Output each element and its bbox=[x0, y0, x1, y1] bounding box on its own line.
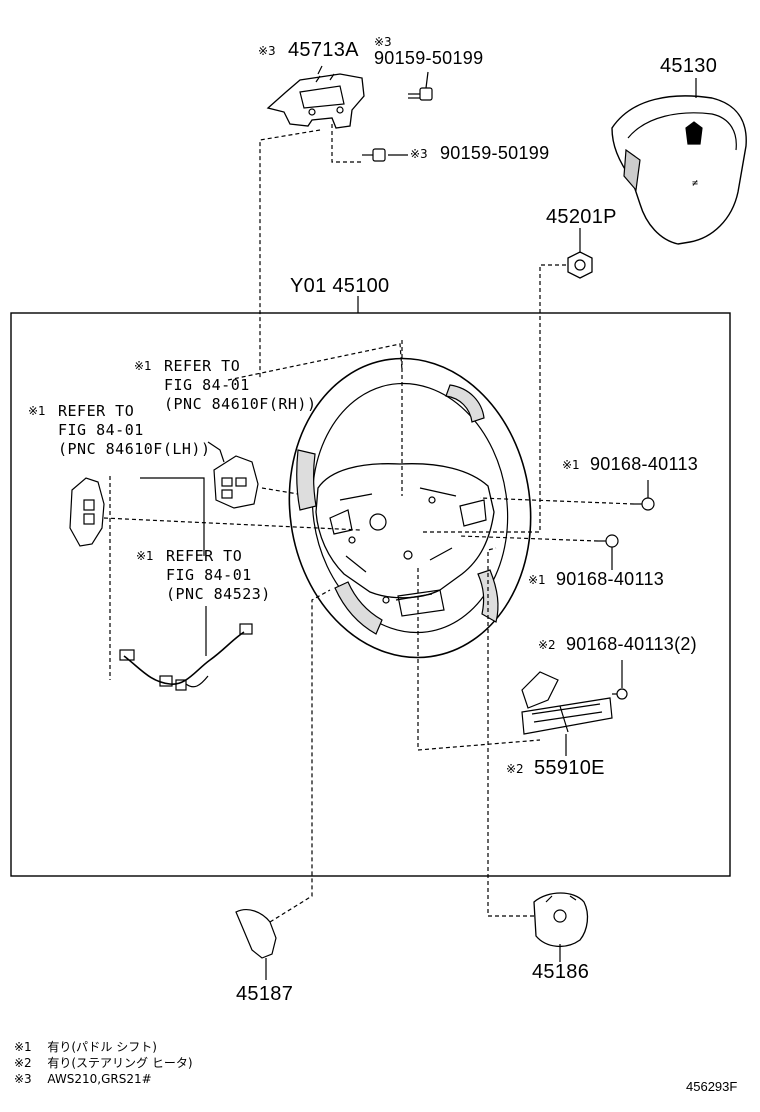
dash-55910E bbox=[417, 568, 541, 751]
assembly-frame bbox=[10, 312, 731, 877]
footnote-1-mark: ※1 bbox=[14, 1040, 32, 1054]
leader-90159-top bbox=[425, 71, 429, 89]
refer-lh-line3: (PNC 84610F(LH)) bbox=[58, 440, 211, 458]
wire-harness-84523-illustration bbox=[119, 623, 253, 691]
footnote-3: ※3 AWS210,GRS21# bbox=[14, 1068, 193, 1086]
refer-block-lh[interactable]: REFER TO FIG 84-01 (PNC 84610F(LH)) bbox=[58, 402, 211, 459]
part-number-45201P[interactable]: 45201P bbox=[546, 206, 617, 228]
steering-wheel-illustration bbox=[288, 357, 532, 659]
part-number-55910E[interactable]: 55910E bbox=[534, 757, 605, 779]
dash-45713A-bolt bbox=[331, 124, 362, 163]
refer-block-rh[interactable]: REFER TO FIG 84-01 (PNC 84610F(RH)) bbox=[164, 357, 317, 414]
svg-text:≠: ≠ bbox=[692, 178, 698, 189]
bolt-90159-mid-illustration bbox=[362, 148, 386, 162]
footnote-3-mark: ※3 bbox=[14, 1072, 32, 1086]
footnote-3-text: AWS210,GRS21# bbox=[47, 1072, 152, 1086]
mark-1-rh: ※1 bbox=[134, 359, 152, 373]
refer-wire-line1: REFER TO bbox=[166, 547, 243, 565]
footnote-2: ※2 有り(ステアリング ヒータ) bbox=[14, 1052, 193, 1070]
dash-45713A-wheel bbox=[259, 129, 321, 380]
refer-wire-line2: FIG 84-01 bbox=[166, 566, 252, 584]
dash-90168-b bbox=[459, 535, 599, 542]
mark-1-90168-b: ※1 bbox=[528, 573, 546, 587]
mark-2-55910E: ※2 bbox=[506, 762, 524, 776]
part-45187-cover-illustration bbox=[235, 909, 277, 980]
part-45130-airbag-illustration: ≠ bbox=[611, 95, 747, 245]
dash-90168-a bbox=[479, 497, 635, 505]
dash-45187 bbox=[269, 589, 331, 923]
part-number-90168-c[interactable]: 90168-40113(2) bbox=[566, 634, 697, 654]
refer-lh-line1: REFER TO bbox=[58, 402, 135, 420]
mark-1-lh: ※1 bbox=[28, 404, 46, 418]
refer-rh-line2: FIG 84-01 bbox=[164, 376, 250, 394]
dash-rh-wheel bbox=[261, 487, 299, 495]
footnote-2-mark: ※2 bbox=[14, 1056, 32, 1070]
refer-wire-line3: (PNC 84523) bbox=[166, 585, 271, 603]
part-number-45186[interactable]: 45186 bbox=[532, 961, 590, 983]
bolt-90159-top-illustration bbox=[408, 87, 433, 101]
mark-2-90168-c: ※2 bbox=[538, 638, 556, 652]
paddle-switch-lh-illustration bbox=[69, 477, 105, 547]
mark-3-90159-top: ※3 bbox=[374, 35, 392, 49]
part-55910E-heater-illustration bbox=[521, 660, 628, 735]
assembly-number-Y01-45100[interactable]: Y01 45100 bbox=[290, 275, 390, 297]
paddle-switch-rh-illustration bbox=[207, 441, 259, 509]
footnotes: ※1 有り(パドル シフト) ※2 有り(ステアリング ヒータ) ※3 AWS2… bbox=[14, 1036, 193, 1086]
dash-45186 bbox=[487, 547, 534, 917]
mark-1-90168-a: ※1 bbox=[562, 458, 580, 472]
refer-block-wire[interactable]: REFER TO FIG 84-01 (PNC 84523) bbox=[166, 547, 271, 604]
footnote-1: ※1 有り(パドル シフト) bbox=[14, 1036, 193, 1054]
bolt-90168-a-illustration bbox=[634, 480, 655, 511]
leader-lh bbox=[140, 477, 205, 556]
part-number-90168-a[interactable]: 90168-40113 bbox=[590, 454, 699, 474]
part-number-45713A[interactable]: 45713A bbox=[288, 39, 359, 61]
dash-45201P bbox=[420, 264, 566, 533]
part-number-90159-top[interactable]: 90159-50199 bbox=[374, 48, 484, 68]
dash-rh-top bbox=[227, 343, 403, 381]
footnote-2-text: 有り(ステアリング ヒータ) bbox=[47, 1056, 193, 1070]
part-45713A-illustration bbox=[266, 65, 365, 129]
refer-rh-line3: (PNC 84610F(RH)) bbox=[164, 395, 317, 413]
bolt-90168-b-illustration bbox=[598, 534, 619, 548]
part-number-45187[interactable]: 45187 bbox=[236, 983, 294, 1005]
part-number-45130[interactable]: 45130 bbox=[660, 55, 718, 77]
refer-lh-line2: FIG 84-01 bbox=[58, 421, 144, 439]
mark-3-90159-mid: ※3 bbox=[410, 147, 428, 161]
dash-lh bbox=[103, 517, 361, 531]
part-number-90168-b[interactable]: 90168-40113 bbox=[556, 569, 665, 589]
mark-3-45713A: ※3 bbox=[258, 44, 276, 58]
part-45201P-nut-illustration bbox=[567, 251, 593, 279]
mark-1-wire: ※1 bbox=[136, 549, 154, 563]
refer-rh-line1: REFER TO bbox=[164, 357, 241, 375]
part-45186-cover-illustration bbox=[533, 892, 589, 962]
part-number-90159-mid[interactable]: 90159-50199 bbox=[440, 143, 550, 163]
bolt-90168-c-illustration bbox=[612, 660, 628, 700]
footnote-1-text: 有り(パドル シフト) bbox=[47, 1040, 157, 1054]
figure-code: 456293F bbox=[686, 1079, 738, 1094]
